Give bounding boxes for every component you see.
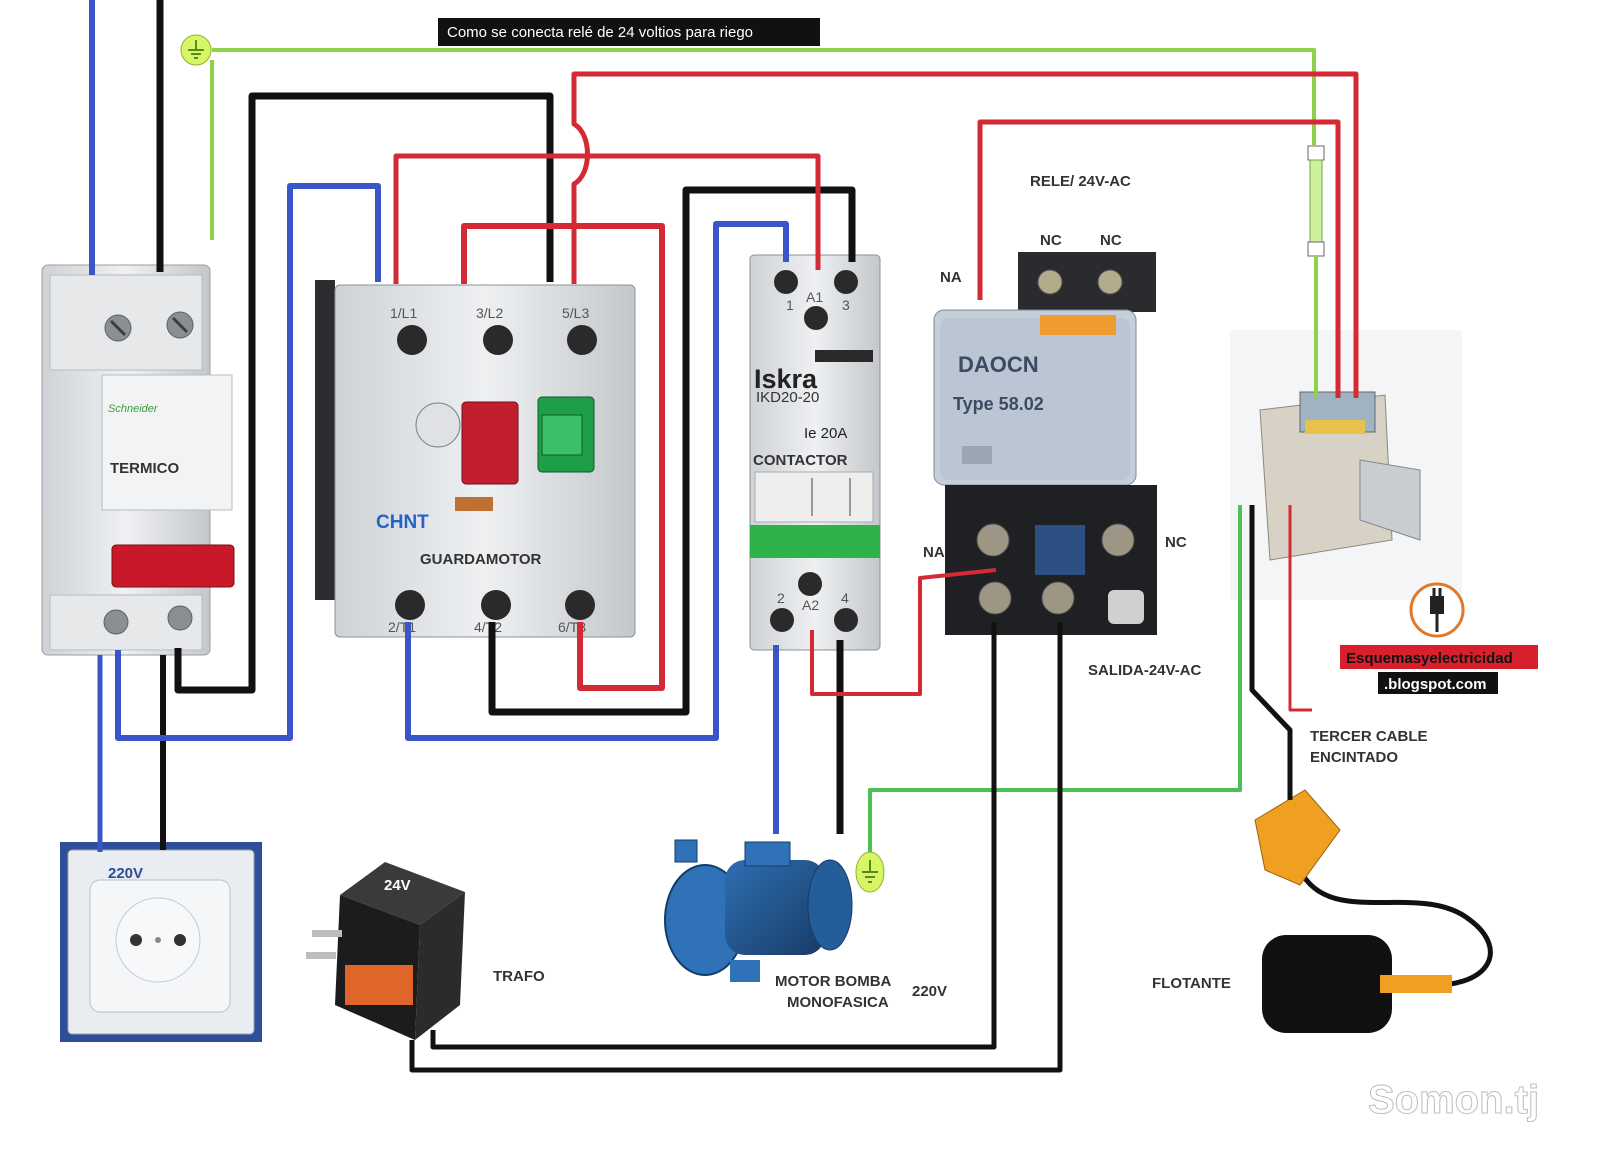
motor-220v-label: 220V (912, 983, 947, 1000)
red-wire-guard-loop (461, 223, 665, 691)
wiring (89, 0, 1359, 1073)
guard-terminal-5l3: 5/L3 (562, 305, 589, 321)
guard-terminal-2t1: 2/T1 (388, 619, 416, 635)
transformer-24v: 24V TRAFO (306, 862, 545, 1040)
contactor-terminal-a1: A1 (806, 289, 823, 305)
motor-label-line2: MONOFASICA (787, 994, 889, 1011)
blue-wire-breaker-guard (115, 183, 381, 741)
red-wire-relay-na (977, 119, 1341, 398)
red-wire-guard-a1 (393, 153, 821, 284)
contactor-model: IKD20-20 (756, 389, 819, 406)
wall-outlet: 220V (60, 842, 262, 1042)
blog-name: Esquemasyelectricidad (1346, 650, 1513, 667)
terminal-block (1230, 330, 1462, 600)
trafo-label: TRAFO (493, 968, 545, 985)
breaker-brand: Schneider (108, 403, 159, 415)
guardamotor-label: GUARDAMOTOR (420, 551, 542, 568)
chnt-brand: CHNT (376, 512, 429, 533)
red-wire-float (1288, 505, 1312, 712)
blog-watermark: Esquemasyelectricidad .blogspot.com (1340, 582, 1538, 694)
trafo-24v-label: 24V (384, 877, 411, 894)
black-wire-float (1249, 505, 1293, 800)
earth-wire-top (210, 48, 1318, 398)
daocn-brand: DAOCN (958, 352, 1039, 377)
iskra-brand: Iskra (754, 364, 818, 394)
salida-label: SALIDA-24V-AC (1088, 662, 1202, 679)
black-wire-guard-contactor (488, 186, 856, 716)
relay-nc-top-1: NC (1040, 232, 1062, 249)
outlet-220v-label: 220V (108, 865, 143, 882)
contactor-label: CONTACTOR (753, 452, 848, 469)
guard-terminal-1l1: 1/L1 (390, 305, 417, 321)
blue-wire-guard-contactor (405, 221, 789, 741)
contactor-terminal-1: 1 (786, 297, 794, 313)
black-wire-trafo-2 (409, 622, 1063, 1073)
earth-symbol-icon (180, 34, 212, 66)
tercer-cable-line2: ENCINTADO (1310, 749, 1398, 766)
contactor-rating: Ie 20A (804, 425, 847, 442)
power-plug-icon (1430, 588, 1444, 632)
pump-motor: MOTOR BOMBA MONOFASICA 220V (664, 839, 947, 1011)
motor-guard: 1/L1 3/L2 5/L3 CHNT GUARDAMOTOR 2/T1 4/T… (315, 280, 636, 638)
inline-fuse (1307, 145, 1325, 257)
contactor-terminal-2: 2 (777, 590, 785, 606)
blog-domain: .blogspot.com (1384, 676, 1487, 693)
contactor-terminal-3: 3 (842, 297, 850, 313)
flotante-label: FLOTANTE (1152, 975, 1231, 992)
contactor-terminal-a2: A2 (802, 597, 819, 613)
relay-nc-bottom: NC (1165, 534, 1187, 551)
red-wire-relay-out (810, 568, 997, 696)
guard-terminal-3l2: 3/L2 (476, 305, 503, 321)
red-wire-guard-terminal (571, 71, 1359, 398)
tercer-cable-line1: TERCER CABLE (1310, 728, 1428, 745)
site-watermark: Somon.tj (1368, 1078, 1539, 1122)
guard-terminal-4t2: 4/T2 (474, 619, 502, 635)
termico-label: TERMICO (110, 460, 179, 477)
relay-na-top: NA (940, 269, 962, 286)
contactor-terminal-4: 4 (841, 590, 849, 606)
float-switch: FLOTANTE TERCER CABLE ENCINTADO (1152, 728, 1493, 1033)
page-title: Como se conecta relé de 24 voltios para … (447, 24, 753, 41)
black-wire-trafo-1 (430, 622, 997, 1050)
relay-24v: DAOCN Type 58.02 RELE/ 24V-AC NC NC NA N… (923, 173, 1202, 679)
rele-label: RELE/ 24V-AC (1030, 173, 1131, 190)
contactor: 1 A1 3 Iskra IKD20-20 Ie 20A CONTACTOR 2… (749, 254, 881, 651)
relay-type: Type 58.02 (953, 394, 1044, 414)
relay-nc-top-2: NC (1100, 232, 1122, 249)
black-wire-breaker-guard (174, 92, 554, 694)
circuit-breaker: Schneider TERMICO (41, 264, 235, 656)
earth-symbol-icon (855, 851, 885, 893)
title-box: Como se conecta relé de 24 voltios para … (438, 18, 820, 46)
earth-wire-bottom (868, 505, 1242, 860)
relay-na-bottom: NA (923, 544, 945, 561)
motor-label-line1: MOTOR BOMBA (775, 973, 892, 990)
